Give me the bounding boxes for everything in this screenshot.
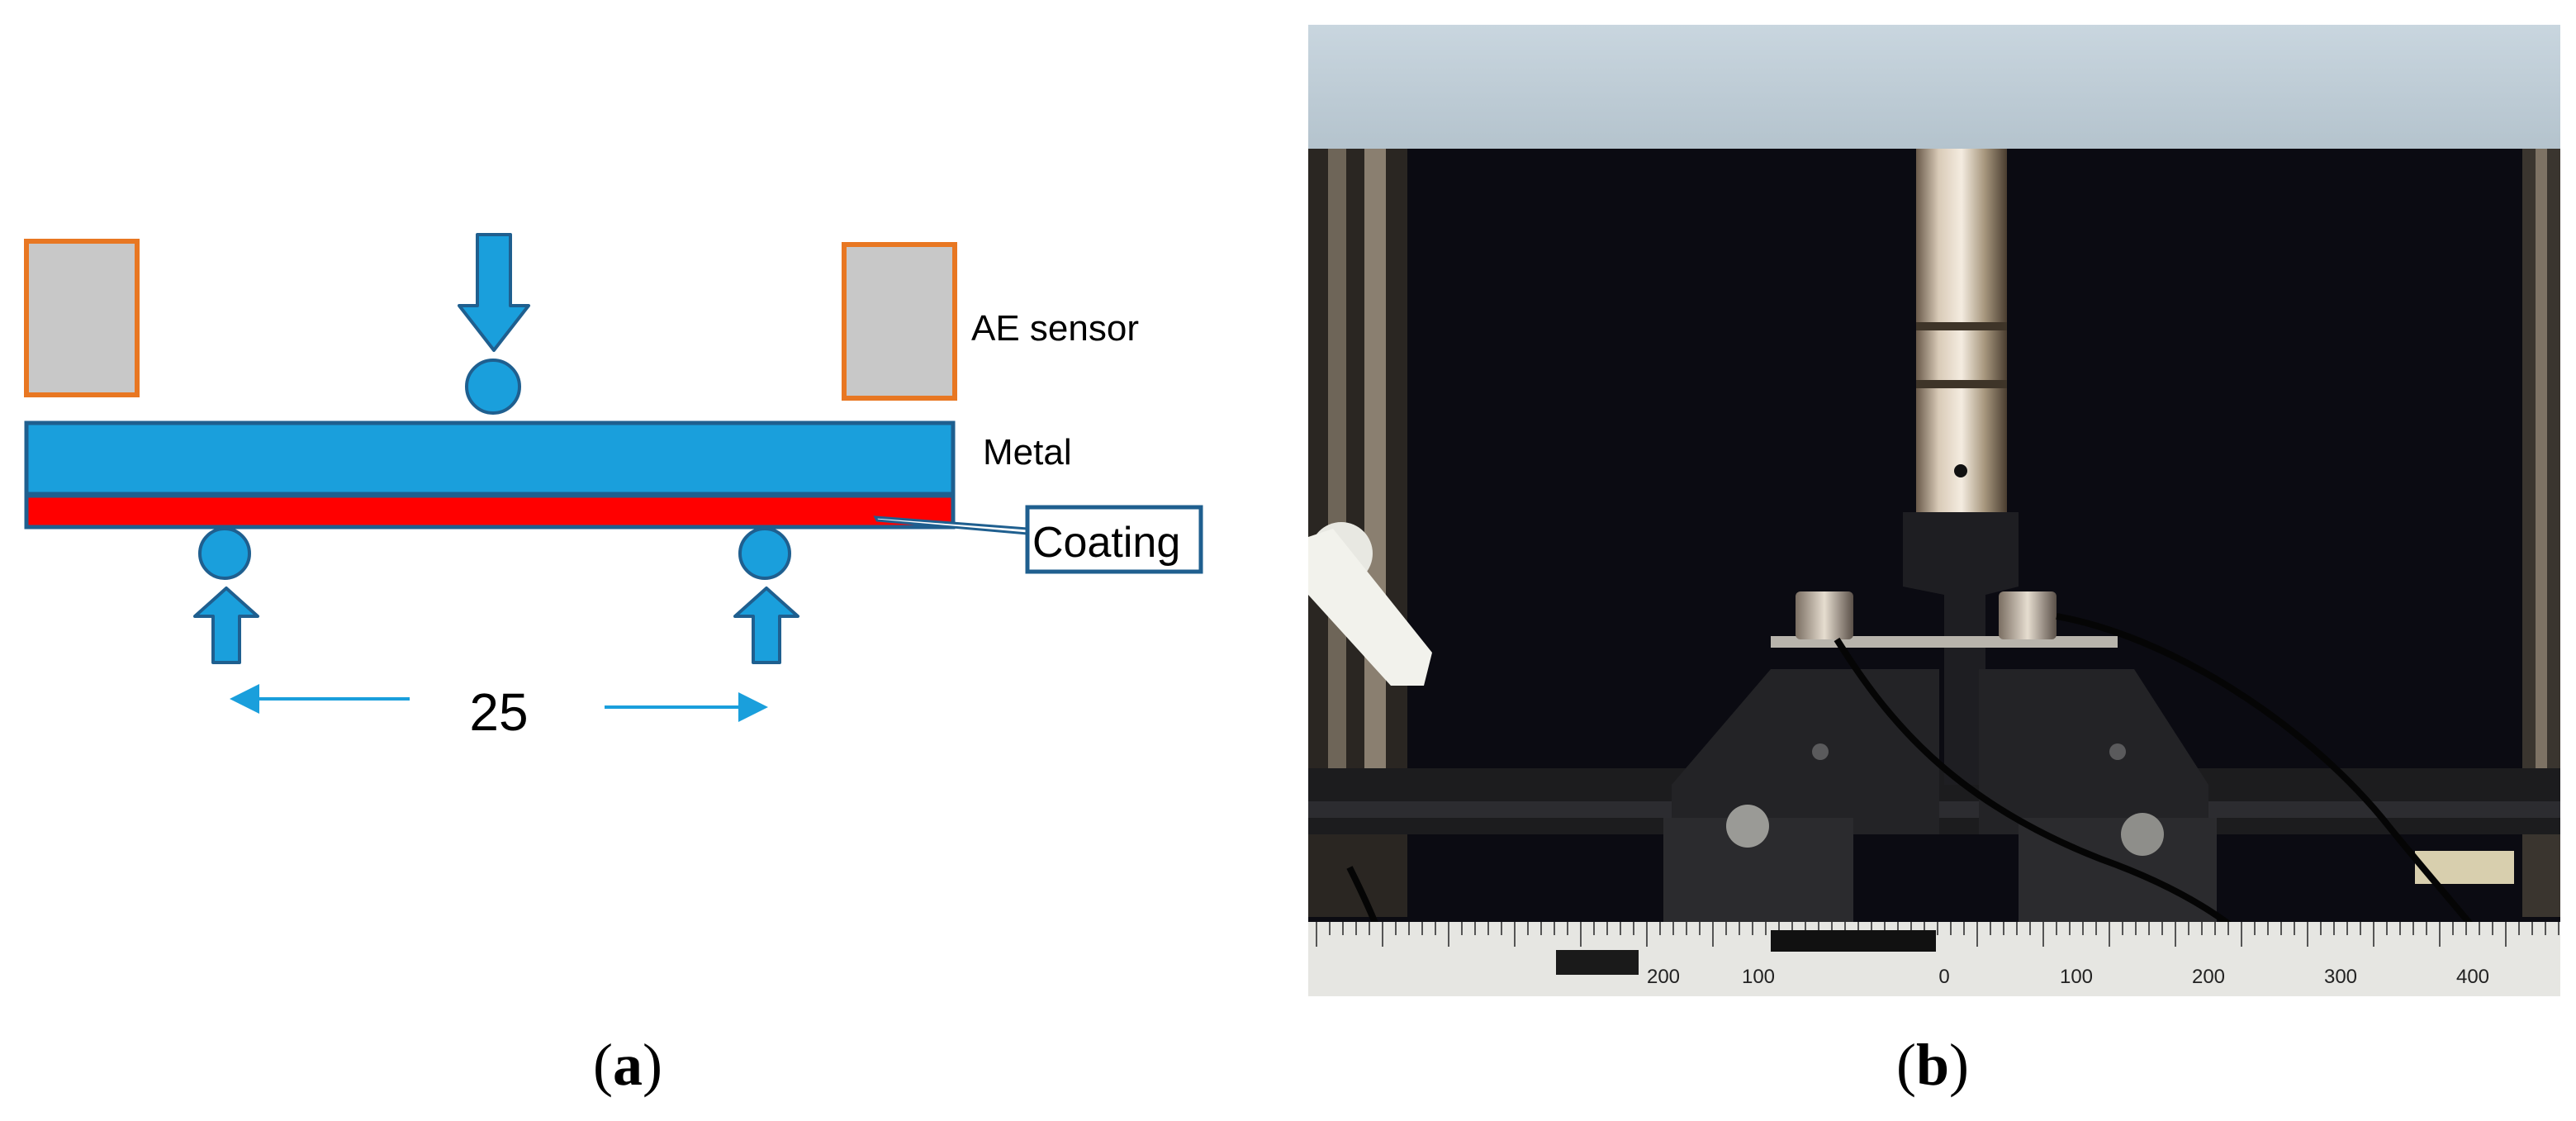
span-label: 25 [469,682,528,742]
scale-label: 100 [2060,966,2093,988]
span-dimension-arrow-left-icon [230,684,410,714]
loading-roller [465,359,521,415]
scale-label: 100 [1742,966,1775,988]
ae-sensor-label: AE sensor [971,308,1139,349]
test-rig-illustration: 200 100 0 100 200 300 400 [1308,25,2560,999]
scale-label: 300 [2324,966,2357,988]
scale-label: 200 [2192,966,2225,988]
metal-label: Metal [983,432,1072,473]
coating-label: Coating [1032,519,1180,567]
load-arrow-down-icon [458,233,530,352]
ae-sensor-left [24,239,140,397]
loading-nose [1903,512,2019,785]
scale-ticks [1316,922,2559,947]
scale-label: 200 [1647,966,1680,988]
coating-callout-box [1025,505,1203,574]
background-wall [1308,25,2560,149]
support-arrow-right-up-icon [733,587,799,664]
ae-sensor-left-photo [1796,591,1853,639]
schematic-panel: 25 AE sensor Metal Coating [0,0,1288,1117]
support-roller-left [198,527,251,580]
metal-beam [24,420,956,496]
scale-label: 400 [2456,966,2489,988]
lever-handle [1308,522,1432,686]
scale-labels: 200 100 0 100 200 300 400 [1647,966,2489,988]
span-dimension-arrow-right-icon [605,692,768,722]
schematic-diagram: 25 AE sensor Metal Coating [24,233,1203,742]
ae-sensor-right [842,242,957,401]
coating-layer [24,493,956,530]
caption-b: (b) [1895,1032,1970,1098]
support-arrow-left-up-icon [193,587,259,664]
ae-sensor-right-photo [1999,591,2057,639]
support-roller-right [738,527,791,580]
caption-a: (a) [593,1032,662,1098]
test-rig-photo: 200 100 0 100 200 300 400 [1308,25,2560,999]
scale-label: 0 [1938,966,1949,988]
